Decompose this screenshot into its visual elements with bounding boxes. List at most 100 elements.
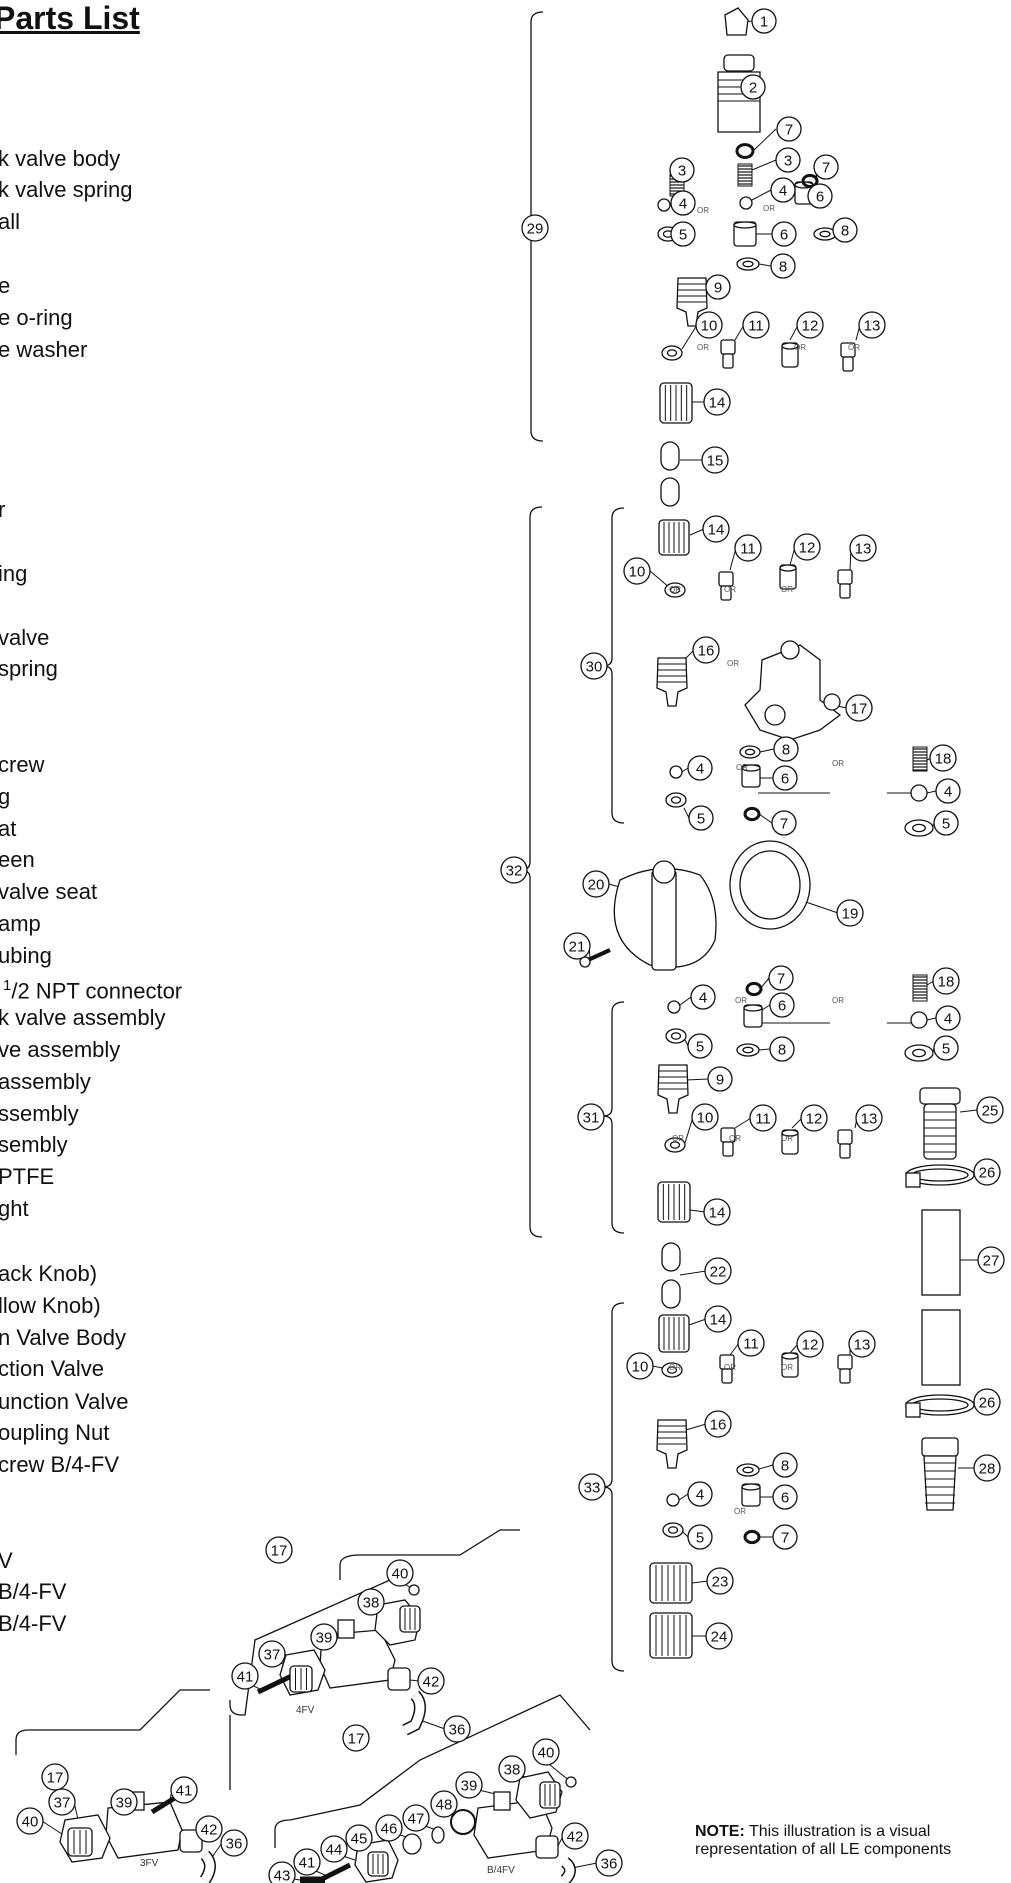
manifold-port xyxy=(764,704,786,726)
fitting-part xyxy=(779,564,797,590)
parts-list-item: ssembly xyxy=(0,1101,79,1126)
nut-body xyxy=(649,1612,693,1659)
callout-label: 4 xyxy=(944,784,952,801)
callout-circle xyxy=(310,1623,338,1651)
callout-label: 8 xyxy=(779,259,787,276)
knob-part xyxy=(289,1665,313,1693)
parts-list-item: ing xyxy=(0,561,28,586)
callout-number: 37 xyxy=(258,1640,286,1668)
callout-label: 9 xyxy=(716,1072,724,1089)
callout-label: 12 xyxy=(802,1337,819,1354)
leader-line xyxy=(684,1116,694,1144)
leader-line xyxy=(926,790,937,794)
callout-label: 29 xyxy=(527,221,544,238)
fitting-head xyxy=(837,1129,853,1145)
washer-part xyxy=(736,1463,760,1477)
callout-circle xyxy=(402,1804,430,1832)
callout-number: 16 xyxy=(704,1410,732,1438)
callout-circle xyxy=(342,1724,370,1752)
callout-circle xyxy=(16,1807,44,1835)
leader-line xyxy=(753,128,777,151)
callout-label: 11 xyxy=(748,318,764,335)
callout-number: 6 xyxy=(771,221,797,247)
callout-label: 7 xyxy=(785,122,793,139)
diaphragm-ring xyxy=(739,850,801,920)
callout-circle xyxy=(704,1257,732,1285)
callout-number: 28 xyxy=(973,1454,1001,1482)
callout-label: 22 xyxy=(710,1264,727,1281)
callout-label: 25 xyxy=(982,1103,999,1120)
bracket xyxy=(339,1529,520,1580)
parts-list-item: e o-ring xyxy=(0,305,73,330)
callout-label: 26 xyxy=(979,1165,996,1182)
or-label: OR xyxy=(735,996,747,1005)
knob-part xyxy=(399,1605,421,1633)
hose-clamp-part xyxy=(905,1394,975,1418)
callout-circle xyxy=(563,932,591,960)
callout-label: 6 xyxy=(781,771,789,788)
bracket xyxy=(15,1689,210,1755)
nut-part xyxy=(659,382,693,424)
bracket xyxy=(274,1694,591,1848)
injector-part xyxy=(657,1064,689,1114)
callout-circle xyxy=(742,311,770,339)
clamp-screw xyxy=(905,1402,921,1418)
callout-label: 13 xyxy=(864,318,881,335)
knob-part xyxy=(539,1781,561,1809)
fraction-numerator: 1 xyxy=(3,977,12,994)
spring-part xyxy=(912,974,928,1002)
callout-circle xyxy=(776,116,802,142)
leader-line xyxy=(758,1048,771,1051)
callout-number: 36 xyxy=(443,1715,471,1743)
callout-circle xyxy=(375,1814,403,1842)
manifold-port xyxy=(780,640,800,660)
callout-number: 3 xyxy=(669,157,695,183)
cylinder-top xyxy=(781,1352,799,1360)
nut-part xyxy=(657,1181,691,1223)
callout-number: 39 xyxy=(455,1771,483,1799)
callout-number: 33 xyxy=(578,1473,606,1501)
parts-list-item: assembly xyxy=(0,1069,91,1094)
callout-label: 13 xyxy=(855,541,872,558)
tube-part xyxy=(661,1242,681,1272)
callout-number: 14 xyxy=(702,515,730,543)
leader-line xyxy=(681,324,698,350)
parts-list-item: valve seat xyxy=(0,879,98,904)
callout-number: 6 xyxy=(772,1484,798,1510)
callout-label: 17 xyxy=(47,1770,64,1787)
leader-line xyxy=(734,324,745,341)
washer-inner xyxy=(669,1141,681,1149)
parts-list-item: B/4-FV xyxy=(0,1579,67,1604)
callout-circle xyxy=(749,1104,777,1132)
callout-number: 21 xyxy=(563,932,591,960)
callout-label: 14 xyxy=(708,522,725,539)
callout-number: 7 xyxy=(772,1524,798,1550)
fitting-stem xyxy=(839,1368,851,1384)
callout-number: 16 xyxy=(692,636,720,664)
screw-part xyxy=(565,1776,577,1788)
callout-number: 4 xyxy=(935,1005,961,1031)
parts-list-item: unction Valve xyxy=(0,1389,129,1414)
callout-number: 12 xyxy=(796,311,824,339)
callout-number: 30 xyxy=(580,652,608,680)
callout-label: 7 xyxy=(780,816,788,833)
callout-label: 42 xyxy=(201,1822,218,1839)
callout-circle xyxy=(702,515,730,543)
callout-label: 20 xyxy=(588,877,605,894)
or-label: OR xyxy=(781,1363,793,1372)
callout-circle xyxy=(845,694,873,722)
fitting-part xyxy=(720,1127,736,1157)
seat-part xyxy=(743,1004,763,1028)
nut-part xyxy=(658,519,690,556)
callout-number: 20 xyxy=(582,870,610,898)
callout-circle xyxy=(769,992,795,1018)
fitting-part xyxy=(720,339,736,369)
callout-circle xyxy=(687,1033,713,1059)
screw-shank xyxy=(587,948,611,962)
callout-circle xyxy=(500,856,528,884)
callout-circle xyxy=(832,217,858,243)
leader-line xyxy=(678,1493,689,1501)
callout-circle xyxy=(258,1640,286,1668)
spring-part xyxy=(737,163,753,187)
callout-label: 5 xyxy=(942,816,950,833)
